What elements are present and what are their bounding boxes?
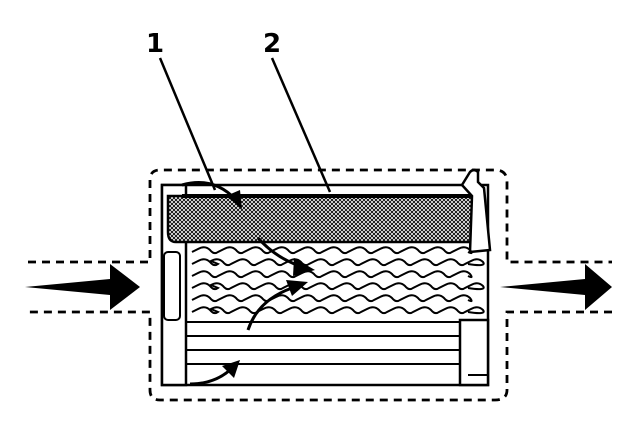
inlet-port (164, 252, 180, 320)
inlet-flow-arrow (25, 264, 140, 310)
fine-mesh-screen (168, 196, 472, 242)
callout-label-1: 1 (146, 29, 164, 59)
outlet-flow-arrow (500, 264, 612, 310)
callout-label-2: 2 (263, 29, 281, 59)
media-corrugation-row (192, 283, 484, 289)
flow-arrow-bottom-entry (190, 370, 230, 384)
media-corrugation-row (192, 271, 472, 277)
media-corrugation-row (192, 307, 484, 313)
media-corrugation-row (192, 259, 484, 265)
media-corrugation-row (192, 247, 472, 253)
leader-line-2 (272, 58, 330, 192)
corrugated-filter-media (192, 247, 484, 313)
bottom-flow-channel (186, 322, 460, 364)
media-corrugation-row (192, 295, 472, 301)
